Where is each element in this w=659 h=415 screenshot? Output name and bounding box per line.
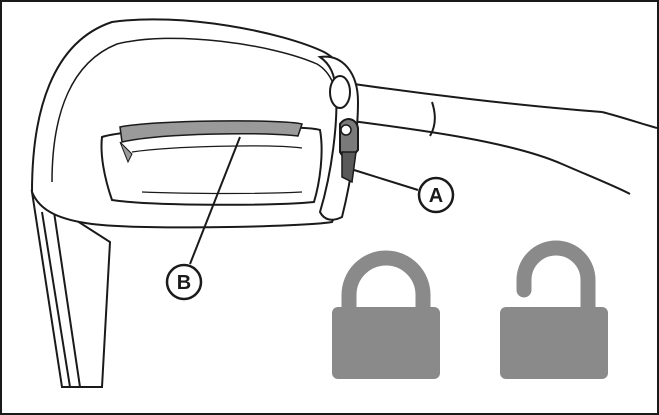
callout-line-b [189, 136, 241, 265]
hose [339, 81, 657, 195]
callout-b-label: B [177, 272, 191, 294]
padlock-locked-icon [332, 250, 440, 379]
callout-b: B [165, 263, 203, 301]
callout-line-a [353, 169, 419, 191]
handle-grip [30, 189, 112, 388]
padlock-unlocked-icon [500, 240, 608, 379]
safety-lock-lever [339, 118, 359, 184]
trigger [100, 120, 323, 206]
callout-a-label: A [429, 185, 443, 207]
callout-a: A [417, 176, 455, 214]
callout-lines [189, 136, 419, 265]
